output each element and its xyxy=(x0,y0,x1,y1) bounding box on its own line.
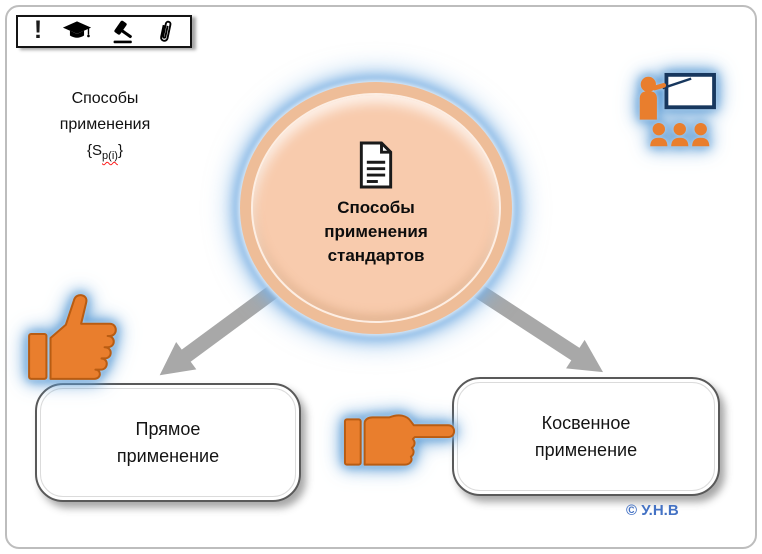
topic-icons-toolbar: ! xyxy=(16,15,192,48)
document-icon xyxy=(359,141,393,189)
formula: {Sp(i)} xyxy=(20,138,190,169)
pointing-hand-icon xyxy=(343,414,456,466)
formula-close: } xyxy=(117,142,123,159)
copyright: © У.Н.В xyxy=(626,502,679,519)
central-title: Способы применения стандартов xyxy=(324,198,428,265)
arrow-left xyxy=(159,281,283,376)
formula-open: {S xyxy=(87,142,103,159)
direct-application-box: Прямое применение xyxy=(35,383,301,502)
exclamation-icon: ! xyxy=(33,16,43,44)
side-annotation: Способы применения {Sp(i)} xyxy=(20,86,190,169)
presenter-icon xyxy=(639,72,716,147)
central-ellipse: Способы применения стандартов xyxy=(240,82,512,334)
side-annotation-line2: применения xyxy=(59,116,151,133)
direct-application-label: Прямое применение xyxy=(116,419,220,466)
side-annotation-line1: Способы xyxy=(71,90,139,107)
central-ellipse-face: Способы применения стандартов xyxy=(251,93,501,323)
indirect-application-box: Косвенное применение xyxy=(452,377,720,496)
graduation-cap-icon xyxy=(62,20,92,44)
arrow-right xyxy=(469,281,604,373)
thumbs-up-icon xyxy=(28,294,117,380)
indirect-application-label: Косвенное применение xyxy=(534,413,638,460)
formula-subscript: p(i) xyxy=(102,150,118,162)
paperclip-icon xyxy=(157,18,174,46)
gavel-icon xyxy=(111,18,137,46)
